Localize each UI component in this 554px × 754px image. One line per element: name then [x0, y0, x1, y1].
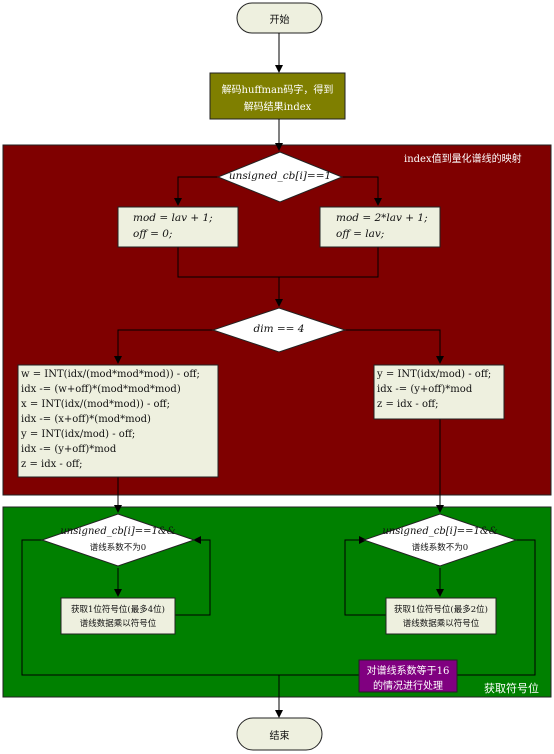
dim4-code-box — [17, 364, 219, 478]
end-label: 结束 — [269, 731, 290, 742]
dim4-line7: z = idx - off; — [21, 459, 83, 470]
left-sign-decision — [40, 513, 196, 567]
sign-left-line2: 谱线数据乘以符号位 — [79, 619, 157, 629]
start-label: 开始 — [269, 15, 290, 26]
dim2-line2: idx -= (y+off)*mod — [377, 384, 473, 395]
dim-decision — [211, 307, 347, 353]
sign-box-left — [60, 597, 176, 635]
decode-box — [209, 72, 346, 120]
decode-line1: 解码huffman码字，得到 — [221, 85, 334, 96]
sign-left-line1: 获取1位符号位(最多4位) — [71, 605, 165, 615]
right-sign-decision-line1: unsigned_cb[i]==1&& — [382, 526, 498, 537]
dim2-code-box — [373, 364, 505, 420]
escape-line2: 的情况进行处理 — [373, 681, 443, 692]
red-region-title: index值到量化谱线的映射 — [404, 154, 522, 165]
dim4-line2: idx -= (w+off)*(mod*mod*mod) — [21, 384, 181, 395]
assign-left-line1: mod = lav + 1; — [133, 212, 213, 224]
dim4-line3: x = INT(idx/(mod*mod)) - off; — [21, 399, 170, 410]
escape-line1: 对谱线系数等于16 — [366, 666, 450, 677]
left-sign-decision-line1: unsigned_cb[i]==1&& — [60, 526, 176, 537]
dim4-line5: y = INT(idx/mod) - off; — [21, 429, 136, 440]
dim-decision-label: dim == 4 — [253, 323, 305, 335]
right-sign-decision-line2: 谱线系数不为0 — [411, 543, 469, 553]
dim4-line1: w = INT(idx/(mod*mod*mod)) - off; — [21, 369, 200, 380]
green-region-title: 获取符号位 — [484, 682, 539, 695]
sign-right-line1: 获取1位符号位(最多2位) — [394, 605, 488, 615]
right-sign-decision — [362, 513, 518, 567]
dim4-line6: idx -= (y+off)*mod — [21, 444, 117, 455]
assign-box-left — [117, 206, 239, 248]
left-sign-decision-line2: 谱线系数不为0 — [89, 543, 147, 553]
assign-right-line1: mod = 2*lav + 1; — [336, 212, 428, 224]
unsigned-decision — [216, 151, 344, 203]
connectors — [21, 33, 536, 718]
assign-box-right — [319, 206, 441, 248]
assign-left-line2: off = 0; — [133, 228, 173, 240]
sign-right-line2: 谱线数据乘以符号位 — [402, 619, 480, 629]
escape-box — [358, 659, 458, 693]
dim2-line3: z = idx - off; — [377, 399, 439, 410]
end-terminal — [236, 717, 323, 751]
decode-line2: 解码结果index — [243, 102, 312, 113]
dim4-line4: idx -= (x+off)*(mod*mod) — [21, 414, 151, 425]
dim2-line1: y = INT(idx/mod) - off; — [377, 369, 492, 380]
assign-right-line2: off = lav; — [336, 228, 385, 240]
unsigned-decision-label: unsigned_cb[i]==1 — [228, 170, 332, 182]
sign-box-right — [385, 597, 497, 635]
